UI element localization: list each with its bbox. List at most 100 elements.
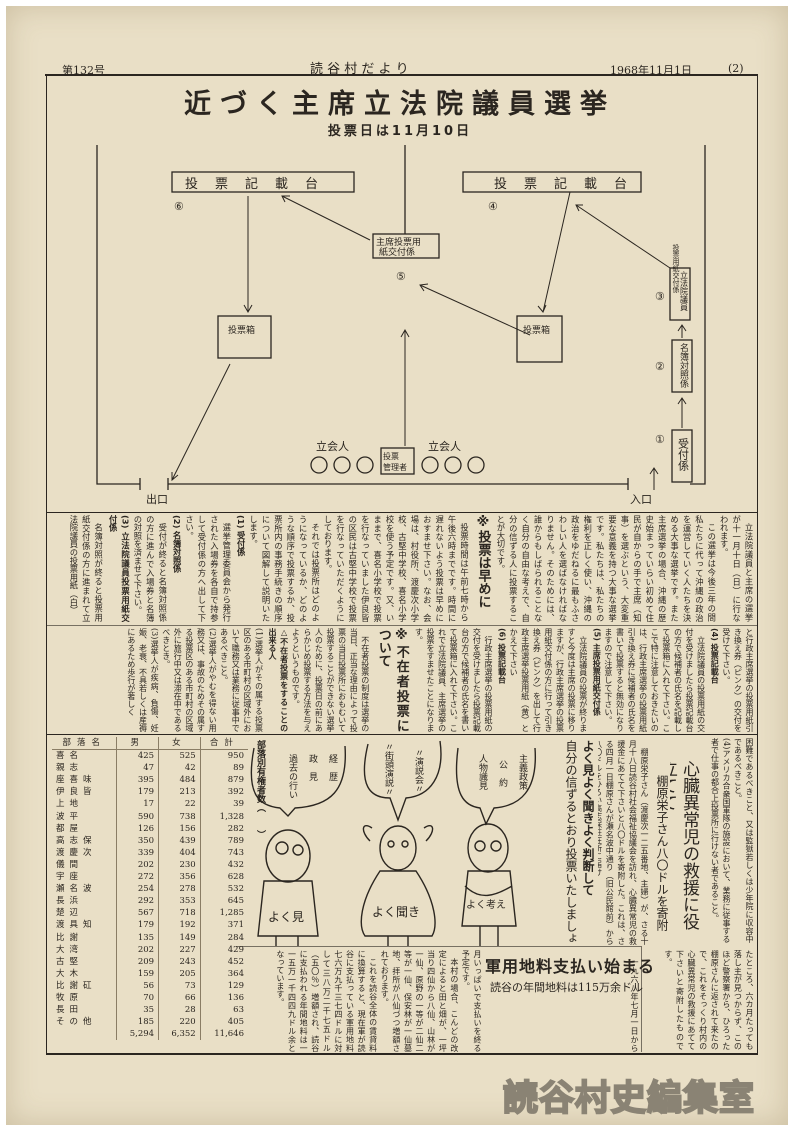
total-count: 789 <box>199 834 248 847</box>
legislator-desk-label-1: 立法院議員 <box>680 270 689 312</box>
village-name: 都屋 <box>56 823 84 834</box>
paragraph: 一九六八年七月一日から一九七三年六月三十日まで向う五ケ年間の軍用地料の改定が行な… <box>627 950 639 1052</box>
female-count: 718 <box>158 907 201 920</box>
total-count: 429 <box>199 943 248 956</box>
female-count: 28 <box>158 1004 201 1017</box>
female-count: 22 <box>158 798 201 811</box>
step-6-number: ⑥ <box>174 200 184 213</box>
label-look-well: よく見 <box>268 910 304 924</box>
subheading: △不在者投票をすることの出来る人 <box>268 628 289 732</box>
total-count: 11,646 <box>199 1028 248 1041</box>
village-name: 牧原 <box>56 992 84 1003</box>
female-count: 205 <box>158 967 201 980</box>
total-count: 532 <box>199 883 248 896</box>
chief-ballot-desk-box <box>372 233 440 259</box>
header-rule <box>45 74 758 76</box>
entrance-label: 入口 <box>630 493 652 506</box>
village-name: 宇座 <box>56 872 84 883</box>
paragraph: 受付が終ると名簿対照係の方に進んで入場券と名簿の対照を済ませて下さい。 <box>132 515 168 622</box>
female-count: 66 <box>158 991 201 1005</box>
female-count: 73 <box>158 979 201 992</box>
room-walls <box>96 145 706 490</box>
female-count: 213 <box>158 786 201 799</box>
village-name: 比謝 <box>56 932 84 943</box>
female-count: 227 <box>158 943 201 956</box>
paragraph: 立法院議員と主席の選挙が十一月十日（日）に行なわれます。 <box>719 515 754 622</box>
village-name: 座喜味 <box>56 775 97 786</box>
village-name: 長浜 <box>56 896 84 907</box>
paragraph: 立法院議員の投票用紙の交付を受けましたら投票記載台の方で候補者の氏名を記載して投… <box>603 628 706 732</box>
booth-label-left-2: 記 <box>245 176 258 192</box>
male-count: 425 <box>116 749 159 763</box>
female-count: 6,352 <box>158 1028 201 1041</box>
witness-label-left: 立会人 <box>316 439 349 453</box>
land-article-subtitle: 読谷の年間地料は115万余ドル <box>490 981 643 994</box>
archive-watermark: 読谷村史編集室 <box>502 1078 756 1120</box>
page-number: (2) <box>728 62 744 75</box>
male-count: 202 <box>116 858 159 872</box>
village-name: 波平 <box>56 811 84 822</box>
village-name: 喜名 <box>56 751 84 762</box>
total-count: 129 <box>199 979 248 992</box>
village-name: 瀬名波 <box>56 884 97 895</box>
paragraph: 困難であるべきこと、又は監獄若しくは少年院に収容中であるべきこと。 <box>733 738 755 943</box>
figure-listening <box>360 824 436 946</box>
paragraph: 選挙管理委員会から発行された入場券を各自で持参して受付係の方へ出して下さい。 <box>184 515 232 622</box>
village-name: 高志保 <box>56 835 97 846</box>
female-count: 42 <box>158 762 201 775</box>
male-count: 567 <box>116 907 159 920</box>
witness-label-right: 立会人 <box>428 439 461 453</box>
female-count: 356 <box>158 871 201 884</box>
chief-desk-label-1: 主席投票用 <box>376 236 421 248</box>
total-count: 452 <box>199 955 248 968</box>
male-count: 135 <box>116 931 159 944</box>
booth-left <box>171 171 355 193</box>
village-name: 渡具知 <box>56 920 97 931</box>
total-count: 364 <box>199 967 248 980</box>
speech-bubble-middle <box>363 740 442 823</box>
total-count: 1,328 <box>199 810 248 823</box>
booth-label-right-1: 票 <box>524 177 537 192</box>
male-count: 395 <box>116 774 159 787</box>
booth-label-left-1: 票 <box>215 177 228 192</box>
bubble-right-line-2: 公 約 <box>497 760 508 788</box>
total-count: 1,285 <box>199 907 248 920</box>
paragraph: (1)選挙人がその属する投票区のある市町村の区域外において職務又は業務に従事中で… <box>219 628 264 732</box>
male-count: 272 <box>116 871 159 884</box>
bubble-middle-line-1: 〃演説会〃 <box>413 748 424 793</box>
village-name: 大湾 <box>56 944 84 955</box>
divider <box>46 734 758 735</box>
male-count: 56 <box>116 979 159 992</box>
paragraph: それでは投票所はどのようになっているか、どのような順序で投票するか、投票所内の事… <box>248 515 321 622</box>
land-article-title: 軍用地料支払い始まる <box>485 957 656 976</box>
table-caption: 部落別有権者数（ ） <box>255 740 265 839</box>
total-count: 405 <box>199 1016 248 1029</box>
ballot-box-right-label: 投票箱 <box>523 324 550 336</box>
total-count: 950 <box>199 749 248 763</box>
headline-title: 近づく主席立法院議員選挙 <box>184 89 616 120</box>
subheading: (5) 主席投票用紙交付係 <box>592 628 602 716</box>
ballot-box-left-label: 投票箱 <box>228 324 255 336</box>
col-header-male: 男 <box>116 737 159 751</box>
village-name: その他 <box>56 1017 97 1028</box>
male-count: 202 <box>116 943 159 956</box>
female-count: 439 <box>158 834 201 847</box>
male-count: 350 <box>116 834 159 847</box>
total-count: 392 <box>199 786 248 799</box>
paragraph: 本村の場合、こんどの改定によると田と畑が、一坪当り四仙から八仙、山林が一仙、原野… <box>380 950 459 1052</box>
male-count: 159 <box>116 967 159 980</box>
label-think-well: よく考え <box>466 899 506 911</box>
total-count: 136 <box>199 991 248 1005</box>
step-2-number: ② <box>655 360 665 373</box>
